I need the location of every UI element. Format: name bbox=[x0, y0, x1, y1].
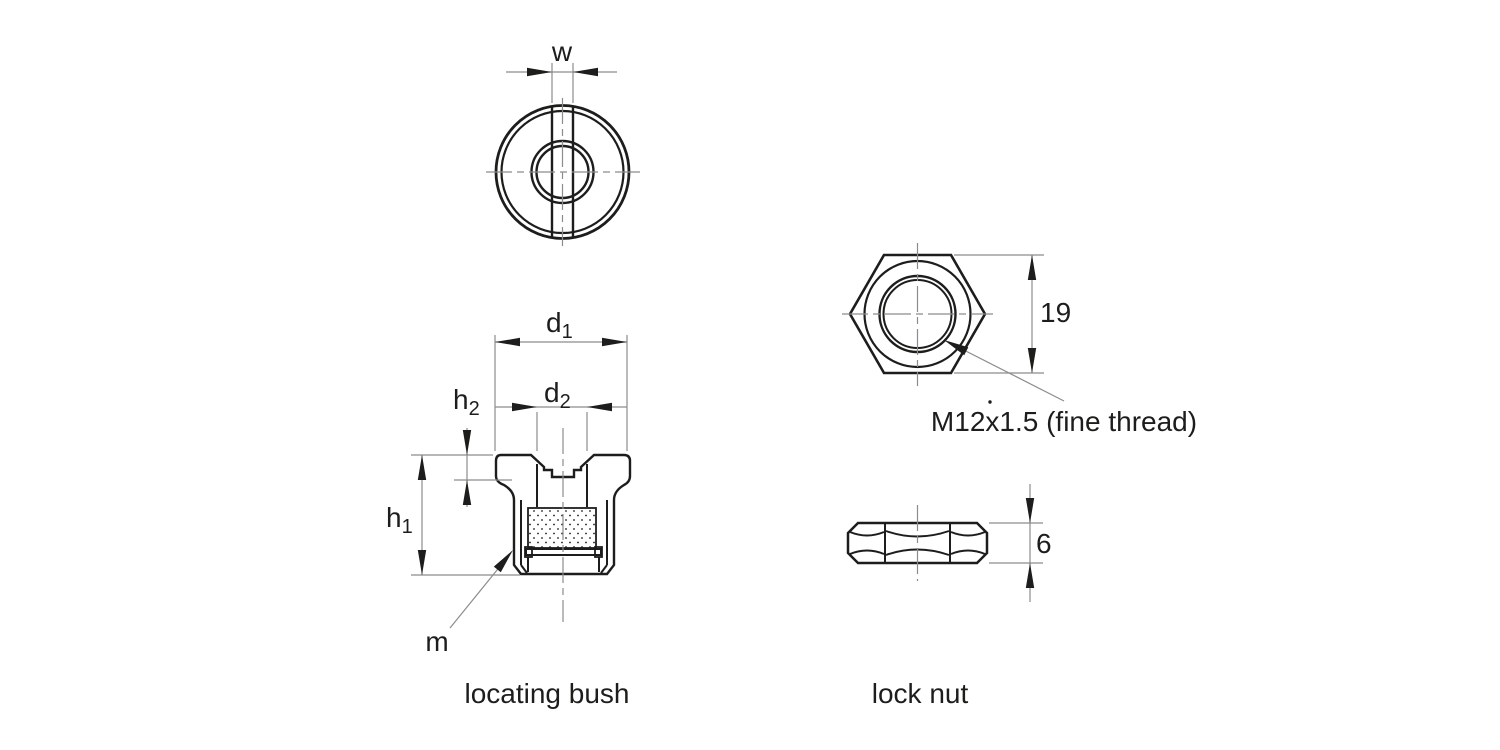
leader-m: m bbox=[425, 550, 513, 657]
arrowhead bbox=[1027, 255, 1037, 280]
bush-top-view: w bbox=[486, 36, 640, 246]
dimension-h2: h2 bbox=[411, 384, 512, 507]
arrowhead bbox=[1027, 348, 1037, 373]
leader-label-m: m bbox=[425, 626, 448, 657]
nut-side-view: 6 lock nut bbox=[846, 484, 1052, 709]
dimension-w: w bbox=[506, 36, 617, 103]
dimension-h1: h1 bbox=[386, 455, 520, 576]
inner-chamfer-left bbox=[520, 564, 528, 574]
arrowhead bbox=[1025, 498, 1035, 523]
dimension-19: 19 bbox=[954, 254, 1071, 374]
leader-line bbox=[449, 558, 507, 629]
nut-profile bbox=[846, 521, 989, 565]
chamfer-arc bbox=[849, 531, 885, 537]
arrowhead bbox=[602, 337, 627, 347]
thread-annotation-label: M12x1.5 (fine thread) bbox=[931, 406, 1197, 437]
arrowhead bbox=[417, 455, 427, 480]
arrowhead bbox=[417, 550, 427, 575]
dimension-d1: d1 bbox=[494, 307, 628, 451]
bush-profile bbox=[494, 453, 632, 576]
arrowhead bbox=[944, 340, 969, 356]
caption-locating-bush: locating bush bbox=[464, 678, 629, 709]
arrowhead bbox=[462, 480, 472, 505]
arrowhead bbox=[573, 67, 598, 77]
arrowhead bbox=[512, 402, 537, 412]
dot-mark bbox=[988, 400, 992, 404]
chamfer-arc bbox=[885, 530, 950, 538]
arrowhead bbox=[1025, 563, 1035, 588]
thread-stipple-area bbox=[527, 507, 597, 549]
leader-line bbox=[949, 342, 1065, 402]
dim-label-w: w bbox=[551, 36, 573, 67]
arrowhead bbox=[462, 430, 472, 455]
dim-label-d1: d1 bbox=[546, 307, 573, 343]
inner-chamfer-right bbox=[600, 564, 608, 574]
dim-label-h2: h2 bbox=[453, 384, 480, 420]
arrowhead bbox=[493, 550, 513, 573]
chamfer-arc bbox=[950, 549, 986, 555]
dimension-d2: d2 bbox=[495, 377, 627, 451]
bush-side-view: d1 d2 h2 h1 m bbox=[386, 307, 632, 709]
dim-label-d2: d2 bbox=[544, 377, 571, 413]
arrowhead bbox=[587, 402, 612, 412]
dim-label-6: 6 bbox=[1036, 528, 1052, 559]
dimension-6: 6 bbox=[989, 484, 1052, 602]
arrowhead bbox=[527, 67, 552, 77]
arrowhead bbox=[495, 337, 520, 347]
caption-lock-nut: lock nut bbox=[872, 678, 969, 709]
thread-annotation: M12x1.5 (fine thread) bbox=[931, 340, 1197, 437]
dim-label-h1: h1 bbox=[386, 502, 413, 538]
chamfer-arc bbox=[950, 531, 986, 537]
chamfer-arc bbox=[849, 549, 885, 555]
dim-label-19: 19 bbox=[1040, 297, 1071, 328]
nut-top-view: 19 M12x1.5 (fine thread) bbox=[842, 243, 1197, 437]
